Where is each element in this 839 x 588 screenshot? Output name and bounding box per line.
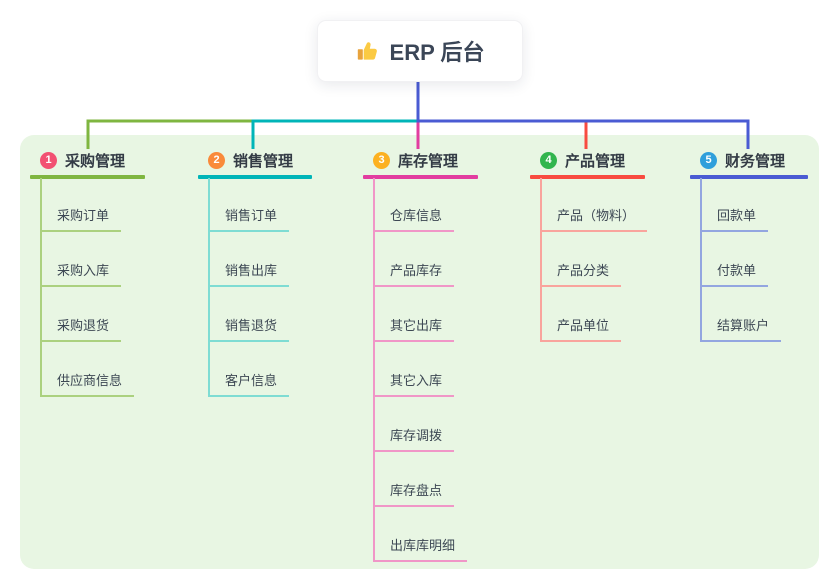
node-customer-info[interactable]: 客户信息 xyxy=(208,372,290,397)
branch-product: 4 产品管理 产品（物料） 产品分类 产品单位 xyxy=(530,148,648,342)
branch-child-line xyxy=(700,178,702,341)
branch-title: 产品管理 xyxy=(565,152,626,170)
node-purchase-return[interactable]: 采购退货 xyxy=(40,317,122,342)
root-title: ERP 后台 xyxy=(389,40,485,65)
branch-child-line xyxy=(540,178,542,341)
node-product-category[interactable]: 产品分类 xyxy=(540,262,622,287)
node-sales-outbound[interactable]: 销售出库 xyxy=(208,262,290,287)
branch-child-line xyxy=(40,178,42,396)
branch-label-finance[interactable]: 5 财务管理 xyxy=(690,148,808,172)
node-other-inbound[interactable]: 其它入库 xyxy=(373,372,455,397)
node-product-unit[interactable]: 产品单位 xyxy=(540,317,622,342)
branch-label-purchase[interactable]: 1 采购管理 xyxy=(30,148,145,172)
node-purchase-inbound[interactable]: 采购入库 xyxy=(40,262,122,287)
branch-label-sales[interactable]: 2 销售管理 xyxy=(198,148,312,172)
root-node[interactable]: ERP 后台 xyxy=(317,20,523,82)
branch-number-badge: 3 xyxy=(373,151,390,169)
branch-underline xyxy=(30,175,145,179)
node-stock-transfer[interactable]: 库存调拨 xyxy=(373,427,455,452)
thumbs-up-icon xyxy=(356,39,380,63)
node-settlement-account[interactable]: 结算账户 xyxy=(700,317,782,342)
node-sales-order[interactable]: 销售订单 xyxy=(208,207,290,232)
node-outbound-detail[interactable]: 出库库明细 xyxy=(373,537,468,562)
node-sales-return[interactable]: 销售退货 xyxy=(208,317,290,342)
branch-underline xyxy=(530,175,645,179)
node-purchase-order[interactable]: 采购订单 xyxy=(40,207,122,232)
branches-panel xyxy=(20,135,819,569)
branch-number-badge: 1 xyxy=(40,151,57,169)
branch-number-badge: 4 xyxy=(540,151,557,169)
branch-finance: 5 财务管理 回款单 付款单 结算账户 xyxy=(690,148,808,342)
node-stock-taking[interactable]: 库存盘点 xyxy=(373,482,455,507)
branch-underline xyxy=(690,175,808,179)
node-payment-bill[interactable]: 付款单 xyxy=(700,262,769,287)
node-supplier-info[interactable]: 供应商信息 xyxy=(40,372,135,397)
branch-purchase: 1 采购管理 采购订单 采购入库 采购退货 供应商信息 xyxy=(30,148,145,397)
node-product-material[interactable]: 产品（物料） xyxy=(540,207,648,232)
branch-title: 销售管理 xyxy=(233,152,294,170)
branch-inventory: 3 库存管理 仓库信息 产品库存 其它出库 其它入库 库存调拨 库存盘点 出库库… xyxy=(363,148,478,562)
branch-title: 库存管理 xyxy=(398,152,459,170)
node-warehouse-info[interactable]: 仓库信息 xyxy=(373,207,455,232)
branch-underline xyxy=(198,175,312,179)
branch-title: 财务管理 xyxy=(725,152,786,170)
branch-sales: 2 销售管理 销售订单 销售出库 销售退货 客户信息 xyxy=(198,148,312,397)
branch-number-badge: 5 xyxy=(700,151,717,169)
branch-number-badge: 2 xyxy=(208,151,225,169)
branch-label-inventory[interactable]: 3 库存管理 xyxy=(363,148,478,172)
node-other-outbound[interactable]: 其它出库 xyxy=(373,317,455,342)
branch-title: 采购管理 xyxy=(65,152,126,170)
node-product-stock[interactable]: 产品库存 xyxy=(373,262,455,287)
branch-underline xyxy=(363,175,478,179)
branch-child-line xyxy=(373,178,375,561)
branch-child-line xyxy=(208,178,210,396)
node-receipt-bill[interactable]: 回款单 xyxy=(700,207,769,232)
branch-label-product[interactable]: 4 产品管理 xyxy=(530,148,645,172)
